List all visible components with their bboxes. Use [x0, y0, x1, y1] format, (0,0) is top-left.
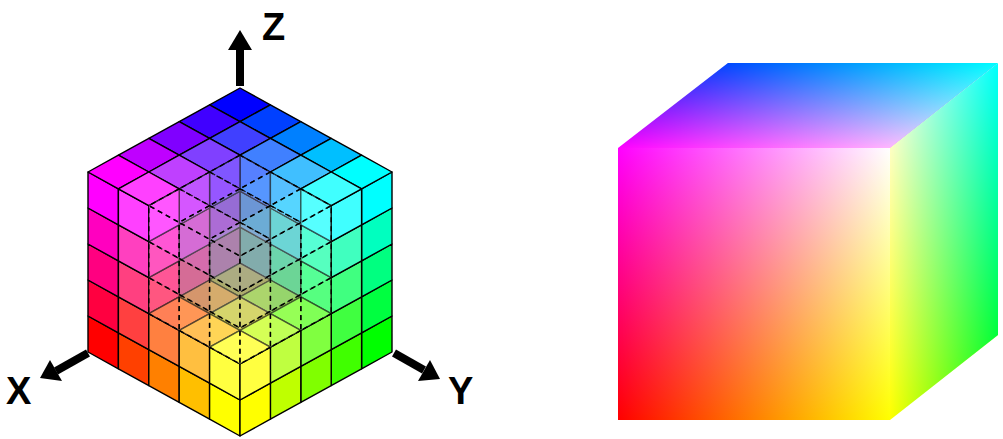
gradient-cube [618, 63, 998, 420]
x-axis [56, 353, 88, 371]
voxel-face [210, 222, 271, 256]
front-face-base [618, 148, 890, 420]
front-face-blend [618, 148, 890, 420]
z-axis [236, 48, 244, 86]
axis-arrows [40, 30, 440, 381]
voxel-cube [88, 88, 392, 436]
y-arrowhead [418, 360, 440, 381]
y-axis [394, 353, 424, 370]
axis-label: Z [262, 8, 285, 46]
right-face-blend [890, 63, 998, 420]
right-face-base [890, 63, 998, 420]
z-arrowhead [228, 30, 252, 50]
x-arrowhead [40, 360, 62, 381]
axis-label: Y [448, 372, 473, 410]
axis-label: X [6, 372, 31, 410]
